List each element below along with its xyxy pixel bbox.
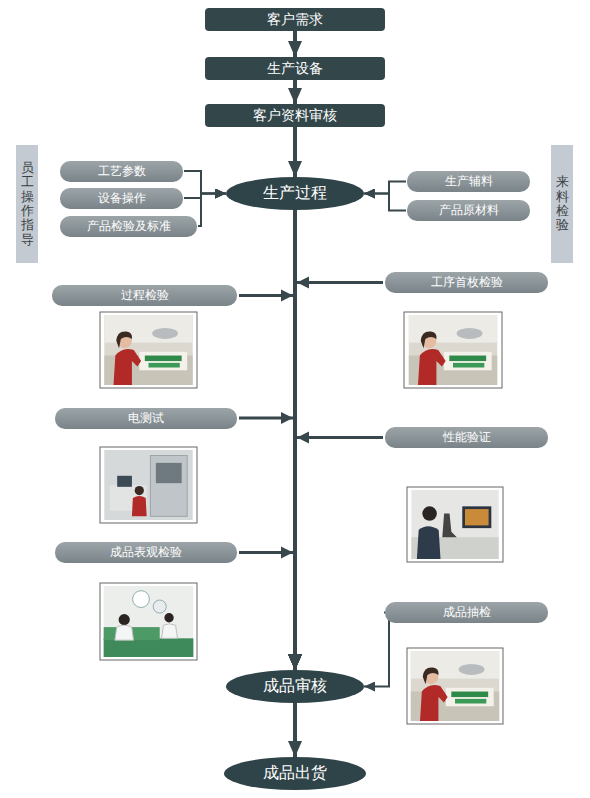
junction-arrowhead — [281, 547, 293, 559]
flow-arrow — [184, 171, 226, 194]
flow-arrow — [364, 613, 389, 687]
flow-arrow — [293, 80, 297, 104]
check-pill: 过程检验 — [52, 285, 237, 306]
process-ellipse: 生产过程 — [226, 177, 364, 210]
flow-arrow — [364, 194, 406, 211]
check-pill: 成品抽检 — [385, 602, 548, 623]
node-label: 生产设备 — [267, 60, 323, 78]
flow-arrow — [364, 182, 406, 194]
junction-arrowhead — [281, 412, 293, 424]
flow-arrow — [293, 127, 297, 177]
connector-group — [184, 31, 406, 757]
node-label: 来料检验 — [556, 175, 569, 232]
input-pill: 产品检验及标准 — [60, 216, 197, 237]
inspection-photo — [409, 315, 497, 385]
node-label: 成品表观检验 — [110, 544, 182, 561]
workshop-photo — [104, 586, 194, 657]
inspection-photo — [104, 315, 192, 385]
node-label: 生产辅料 — [445, 173, 493, 190]
input-pill: 工艺参数 — [60, 161, 183, 182]
flow-arrow — [295, 438, 383, 671]
junction-group — [281, 277, 309, 559]
input-pill: 设备操作 — [60, 188, 183, 209]
check-pill: 成品表观检验 — [55, 542, 237, 563]
node-label: 成品出货 — [263, 763, 327, 784]
photo-frame — [100, 312, 197, 388]
photo — [407, 648, 503, 724]
check-pill: 电测试 — [55, 408, 237, 429]
photo-frame — [404, 312, 502, 388]
node-label: 客户资料审核 — [253, 107, 337, 125]
process-ellipse: 成品出货 — [224, 757, 366, 790]
photo — [100, 447, 197, 523]
flow-arrow — [239, 418, 295, 670]
test-room-photo — [104, 450, 192, 520]
photo-frame — [407, 648, 503, 724]
node-label: 成品抽检 — [443, 604, 491, 621]
ellipse-shape — [226, 177, 364, 210]
check-pill: 性能验证 — [385, 427, 548, 448]
flow-arrow — [293, 31, 297, 57]
node-label: 产品原材料 — [439, 202, 499, 219]
process-ellipse: 成品审核 — [226, 670, 364, 703]
input-pill: 产品原材料 — [407, 200, 530, 221]
flow-arrow — [293, 703, 297, 757]
microscope-photo — [411, 490, 498, 559]
photo-frame — [100, 583, 197, 660]
process-box: 生产设备 — [205, 57, 385, 80]
photo-frame — [100, 447, 197, 523]
node-label: 工序首枚检验 — [431, 274, 503, 291]
ellipse-shape — [224, 757, 366, 790]
node-label: 员工操作指导 — [21, 161, 34, 247]
junction-arrowhead — [281, 290, 293, 302]
flow-arrow — [239, 296, 295, 671]
node-label: 产品检验及标准 — [87, 218, 171, 235]
junction-arrowhead — [297, 432, 309, 444]
flow-arrow — [198, 194, 226, 227]
flow-arrow — [295, 283, 383, 671]
inspection-photo — [411, 651, 499, 721]
node-label: 性能验证 — [443, 429, 491, 446]
photo — [100, 583, 197, 660]
process-box: 客户资料审核 — [205, 104, 385, 127]
photo — [407, 487, 503, 562]
node-label: 成品审核 — [263, 676, 327, 697]
input-pill: 生产辅料 — [407, 171, 530, 192]
ellipse-shape — [226, 670, 364, 703]
process-box: 客户需求 — [205, 8, 385, 31]
node-label: 生产过程 — [263, 183, 327, 204]
photo — [404, 312, 502, 388]
flow-arrow — [239, 553, 295, 671]
node-label: 客户需求 — [267, 11, 323, 29]
photo — [100, 312, 197, 388]
guide-band: 来料检验 — [551, 145, 573, 263]
photo-frame — [407, 487, 503, 562]
junction-arrowhead — [297, 277, 309, 289]
node-label: 过程检验 — [121, 287, 169, 304]
node-label: 电测试 — [128, 410, 164, 427]
guide-band: 员工操作指导 — [16, 145, 38, 263]
check-pill: 工序首枚检验 — [385, 272, 548, 293]
node-label: 工艺参数 — [98, 163, 146, 180]
node-label: 设备操作 — [98, 190, 146, 207]
